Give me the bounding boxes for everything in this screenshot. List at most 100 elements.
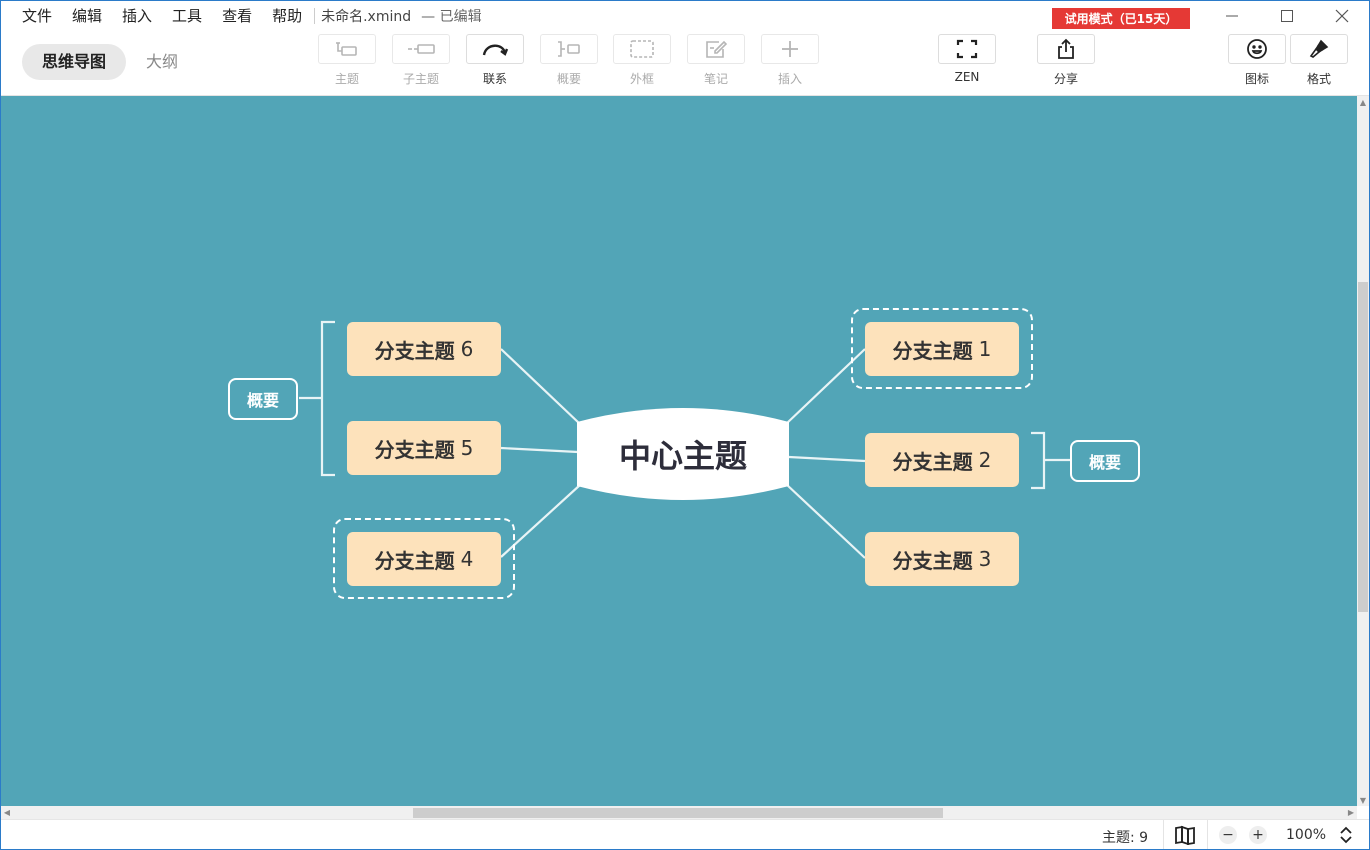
- branch-topic-label: 分支主题: [374, 437, 455, 462]
- topic-icon: [336, 42, 357, 56]
- scroll-left-icon[interactable]: ◀: [3, 808, 11, 817]
- menu-separator: [314, 8, 316, 24]
- branch-topic-number: 4: [460, 547, 474, 571]
- menu-view[interactable]: 查看: [222, 7, 253, 25]
- zoom-stepper[interactable]: [1335, 824, 1357, 846]
- horizontal-scrollbar[interactable]: ◀ ▶: [1, 806, 1357, 819]
- branch-topic-number: 6: [460, 337, 474, 361]
- boundary-frame-branch-1[interactable]: [851, 308, 1033, 389]
- branch-topic-label: 分支主题: [892, 449, 973, 474]
- branch-topic-number: 5: [460, 436, 474, 460]
- central-topic-shape: [577, 408, 789, 500]
- plus-icon: [782, 41, 798, 57]
- status-bar: 主题: 9 − + 100%: [1, 819, 1369, 849]
- scroll-right-icon[interactable]: ▶: [1347, 808, 1355, 817]
- minimize-button[interactable]: [1207, 1, 1257, 31]
- summary-icon: [558, 41, 580, 57]
- icon-panel-label: 图标: [1244, 72, 1269, 86]
- note-icon: [706, 40, 728, 58]
- subtopic-label: 子主题: [402, 72, 439, 86]
- status-separator: [1163, 820, 1164, 849]
- fullscreen-icon: [956, 39, 978, 59]
- relationship-button[interactable]: 联系: [466, 34, 524, 87]
- summary-topic-left[interactable]: 概要: [228, 378, 298, 420]
- branch-topic-number: 2: [978, 448, 992, 472]
- branch-topic-label: 分支主题: [892, 338, 973, 363]
- document-status: — 已编辑: [421, 9, 482, 25]
- boundary-icon: [630, 40, 654, 58]
- central-topic-label: 中心主题: [618, 437, 747, 475]
- vertical-scroll-thumb[interactable]: [1358, 282, 1368, 612]
- summary-button[interactable]: 概要: [540, 34, 598, 87]
- minimize-icon: [1226, 15, 1238, 17]
- zoom-level: 100%: [1286, 827, 1327, 843]
- zen-button[interactable]: ZEN: [938, 34, 996, 84]
- topic-button[interactable]: 主题: [318, 34, 376, 87]
- boundary-frame-branch-4[interactable]: [333, 518, 515, 599]
- relationship-label: 联系: [482, 72, 507, 86]
- maximize-icon: [1281, 10, 1293, 22]
- map-view-button[interactable]: [1174, 824, 1196, 846]
- share-icon: [1058, 38, 1074, 59]
- view-switch: 思维导图 大纲: [22, 44, 198, 80]
- tab-outline[interactable]: 大纲: [146, 52, 179, 71]
- scroll-up-icon[interactable]: ▲: [1359, 97, 1367, 107]
- menu-edit[interactable]: 编辑: [72, 7, 103, 25]
- status-separator: [1207, 820, 1208, 849]
- central-topic[interactable]: 中心主题: [577, 408, 789, 500]
- close-icon: [1335, 9, 1349, 23]
- paintbrush-icon: [1309, 39, 1329, 58]
- close-button[interactable]: [1317, 1, 1367, 31]
- vertical-scrollbar[interactable]: ▲ ▼: [1357, 96, 1369, 806]
- branch-topic-label: 分支主题: [892, 548, 973, 573]
- icon-panel-button[interactable]: 图标: [1228, 34, 1286, 87]
- note-label: 笔记: [703, 72, 728, 86]
- zoom-out-button[interactable]: −: [1219, 826, 1237, 844]
- toolbar: 思维导图 大纲 主题 子主题 联系 概要 外框 笔记 插入: [1, 31, 1369, 96]
- branch-topic-label: 分支主题: [374, 548, 455, 573]
- format-button[interactable]: 格式: [1290, 34, 1348, 87]
- smiley-icon: [1247, 39, 1267, 59]
- share-button[interactable]: 分享: [1037, 34, 1095, 87]
- share-label: 分享: [1053, 72, 1078, 86]
- maximize-button[interactable]: [1262, 1, 1312, 31]
- horizontal-scroll-thumb[interactable]: [413, 808, 943, 818]
- zen-label: ZEN: [954, 70, 980, 84]
- menu-help[interactable]: 帮助: [272, 7, 303, 25]
- zoom-in-button[interactable]: +: [1249, 826, 1267, 844]
- trial-badge[interactable]: 试用模式（已15天）: [1052, 8, 1190, 29]
- tab-mindmap[interactable]: 思维导图: [22, 44, 127, 80]
- topic-count: 主题: 9: [1102, 830, 1149, 846]
- format-label: 格式: [1306, 72, 1331, 86]
- note-button[interactable]: 笔记: [687, 34, 745, 87]
- menu-tools[interactable]: 工具: [172, 7, 203, 25]
- summary-topic-right[interactable]: 概要: [1070, 440, 1140, 482]
- summary-label: 概要: [556, 72, 581, 86]
- relationship-icon: [482, 44, 509, 56]
- scroll-down-icon[interactable]: ▼: [1359, 795, 1367, 805]
- insert-button[interactable]: 插入: [761, 34, 819, 87]
- insert-label: 插入: [777, 72, 802, 86]
- topic-label: 主题: [334, 72, 359, 86]
- branch-topic-number: 3: [978, 547, 992, 571]
- subtopic-icon: [408, 44, 435, 54]
- subtopic-button[interactable]: 子主题: [392, 34, 450, 87]
- book-map-icon: [1175, 825, 1195, 845]
- branch-topic-number: 1: [978, 337, 992, 361]
- boundary-label: 外框: [629, 72, 654, 86]
- chevron-updown-icon: [1340, 826, 1352, 844]
- menu-file[interactable]: 文件: [22, 7, 53, 25]
- menu-insert[interactable]: 插入: [122, 7, 153, 25]
- branch-topic-label: 分支主题: [374, 338, 455, 363]
- document-title: 未命名.xmind: [321, 9, 412, 25]
- boundary-button[interactable]: 外框: [613, 34, 671, 87]
- menu-bar: 文件 编辑 插入 工具 查看 帮助 未命名.xmind — 已编辑: [1, 1, 1369, 31]
